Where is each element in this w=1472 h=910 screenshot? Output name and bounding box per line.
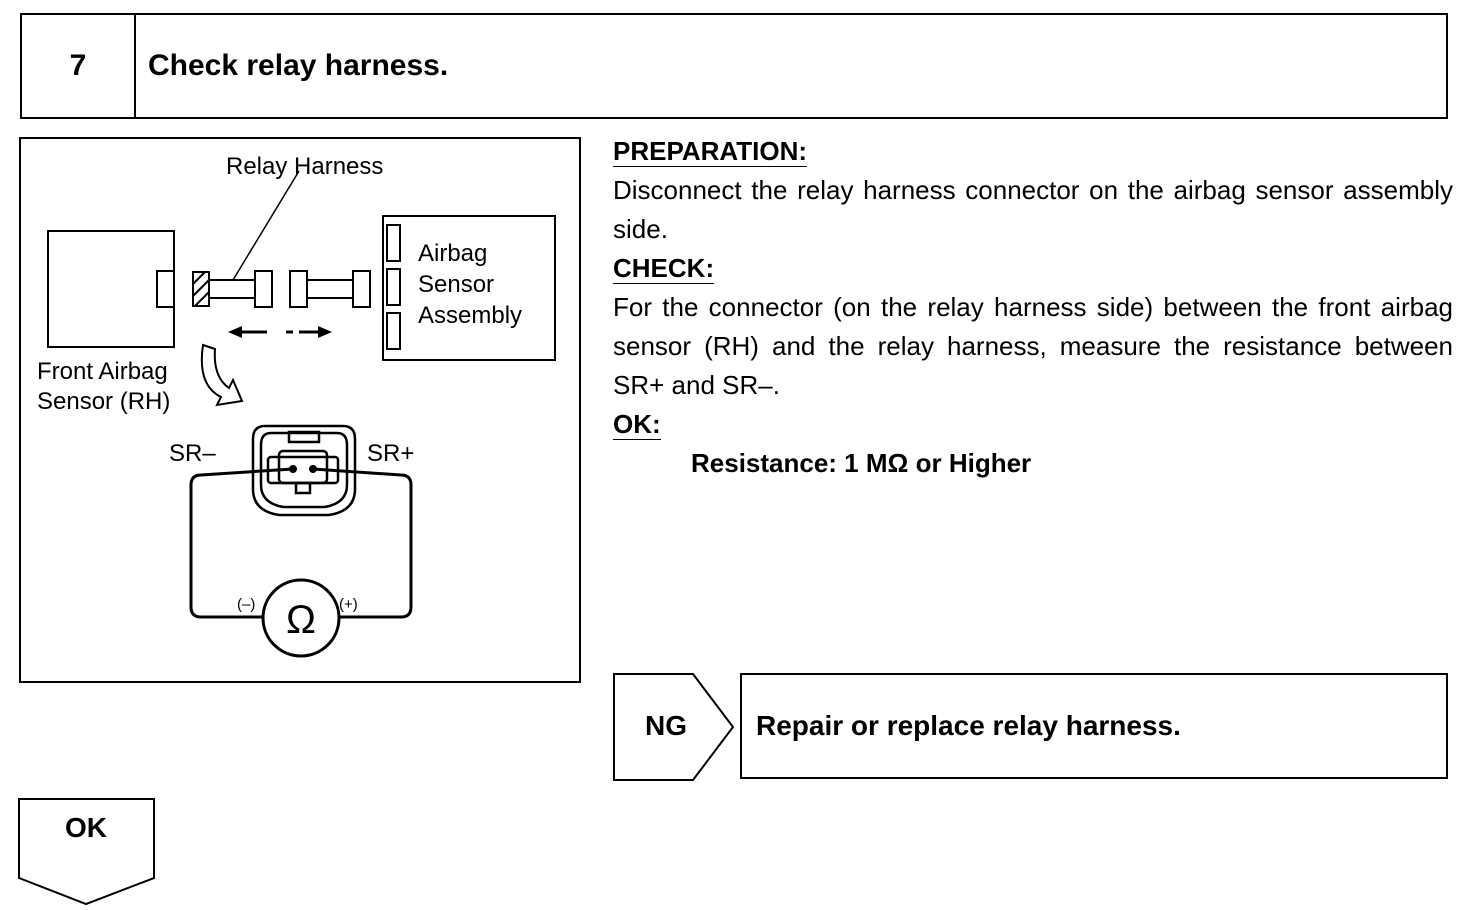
airbag-sensor-assembly-body bbox=[382, 215, 556, 361]
ohmmeter-positive-label: (+) bbox=[339, 596, 358, 613]
relay-harness-label: Relay Harness bbox=[226, 153, 383, 180]
ok-arrow-tag bbox=[18, 798, 155, 906]
ohmmeter-negative-label: (–) bbox=[237, 596, 255, 613]
connector-housing bbox=[251, 424, 357, 517]
instructions: PREPARATION: Disconnect the relay harnes… bbox=[613, 132, 1453, 483]
ok-label: OK bbox=[65, 812, 107, 843]
preparation-heading: PREPARATION: bbox=[613, 136, 808, 167]
step-header: 7 Check relay harness. bbox=[20, 13, 1448, 119]
wiring-illustration: Relay Harness Airbag Sensor Assembly Fro… bbox=[19, 137, 581, 683]
front-airbag-sensor-body bbox=[47, 230, 175, 348]
connector-diagram: Relay Harness Airbag Sensor Assembly Fro… bbox=[37, 153, 556, 658]
sr-plus-label: SR+ bbox=[367, 440, 414, 467]
front-sensor-label-2: Sensor (RH) bbox=[37, 388, 170, 415]
ng-action-box: Repair or replace relay harness. bbox=[740, 673, 1448, 779]
test-lead-positive bbox=[312, 467, 413, 619]
check-text: For the connector (on the relay harness … bbox=[613, 292, 1453, 400]
airbag-sensor-label-3: Assembly bbox=[418, 302, 522, 329]
front-sensor-label-1: Front Airbag bbox=[37, 358, 168, 385]
sr-minus-label: SR– bbox=[169, 440, 216, 467]
preparation-text: Disconnect the relay harness connector o… bbox=[613, 175, 1453, 244]
harness-segment-left bbox=[208, 279, 256, 299]
harness-segment-right bbox=[306, 279, 354, 299]
ok-spec: Resistance: 1 MΩ or Higher bbox=[691, 448, 1032, 478]
ng-arrow-tag bbox=[613, 673, 735, 781]
front-sensor-connector bbox=[156, 270, 175, 308]
test-lead-negative bbox=[189, 467, 294, 619]
ohm-symbol: Ω bbox=[286, 598, 316, 642]
ok-heading: OK: bbox=[613, 409, 661, 440]
airbag-sensor-label-1: Airbag bbox=[418, 240, 487, 267]
ohmmeter bbox=[261, 578, 341, 658]
check-heading: CHECK: bbox=[613, 253, 715, 284]
step-title: Check relay harness. bbox=[148, 49, 449, 82]
airbag-sensor-label-2: Sensor bbox=[418, 271, 494, 298]
step-number: 7 bbox=[22, 15, 136, 117]
ng-label: NG bbox=[645, 710, 687, 741]
